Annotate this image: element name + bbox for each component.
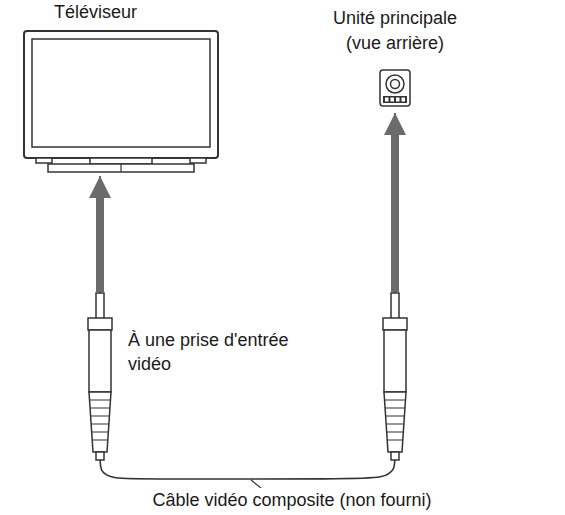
device-label: Téléviseur — [20, 0, 225, 25]
rca-plug — [88, 293, 112, 460]
cable-label: Câble vidéo composite (non fourni) — [150, 488, 433, 512]
main-unit: Unité principale (vue arrière) — [330, 6, 460, 112]
leader-line — [251, 480, 261, 488]
television: Téléviseur — [20, 0, 225, 175]
device-label: Unité principale (vue arrière) — [330, 6, 460, 56]
video-jack-icon — [330, 66, 460, 112]
plug-note: À une prise d'entrée vidéo — [128, 328, 313, 376]
insert-arrow — [391, 131, 399, 292]
tv-illustration — [20, 29, 225, 175]
insert-arrow — [96, 194, 104, 292]
rca-plug — [383, 293, 407, 460]
